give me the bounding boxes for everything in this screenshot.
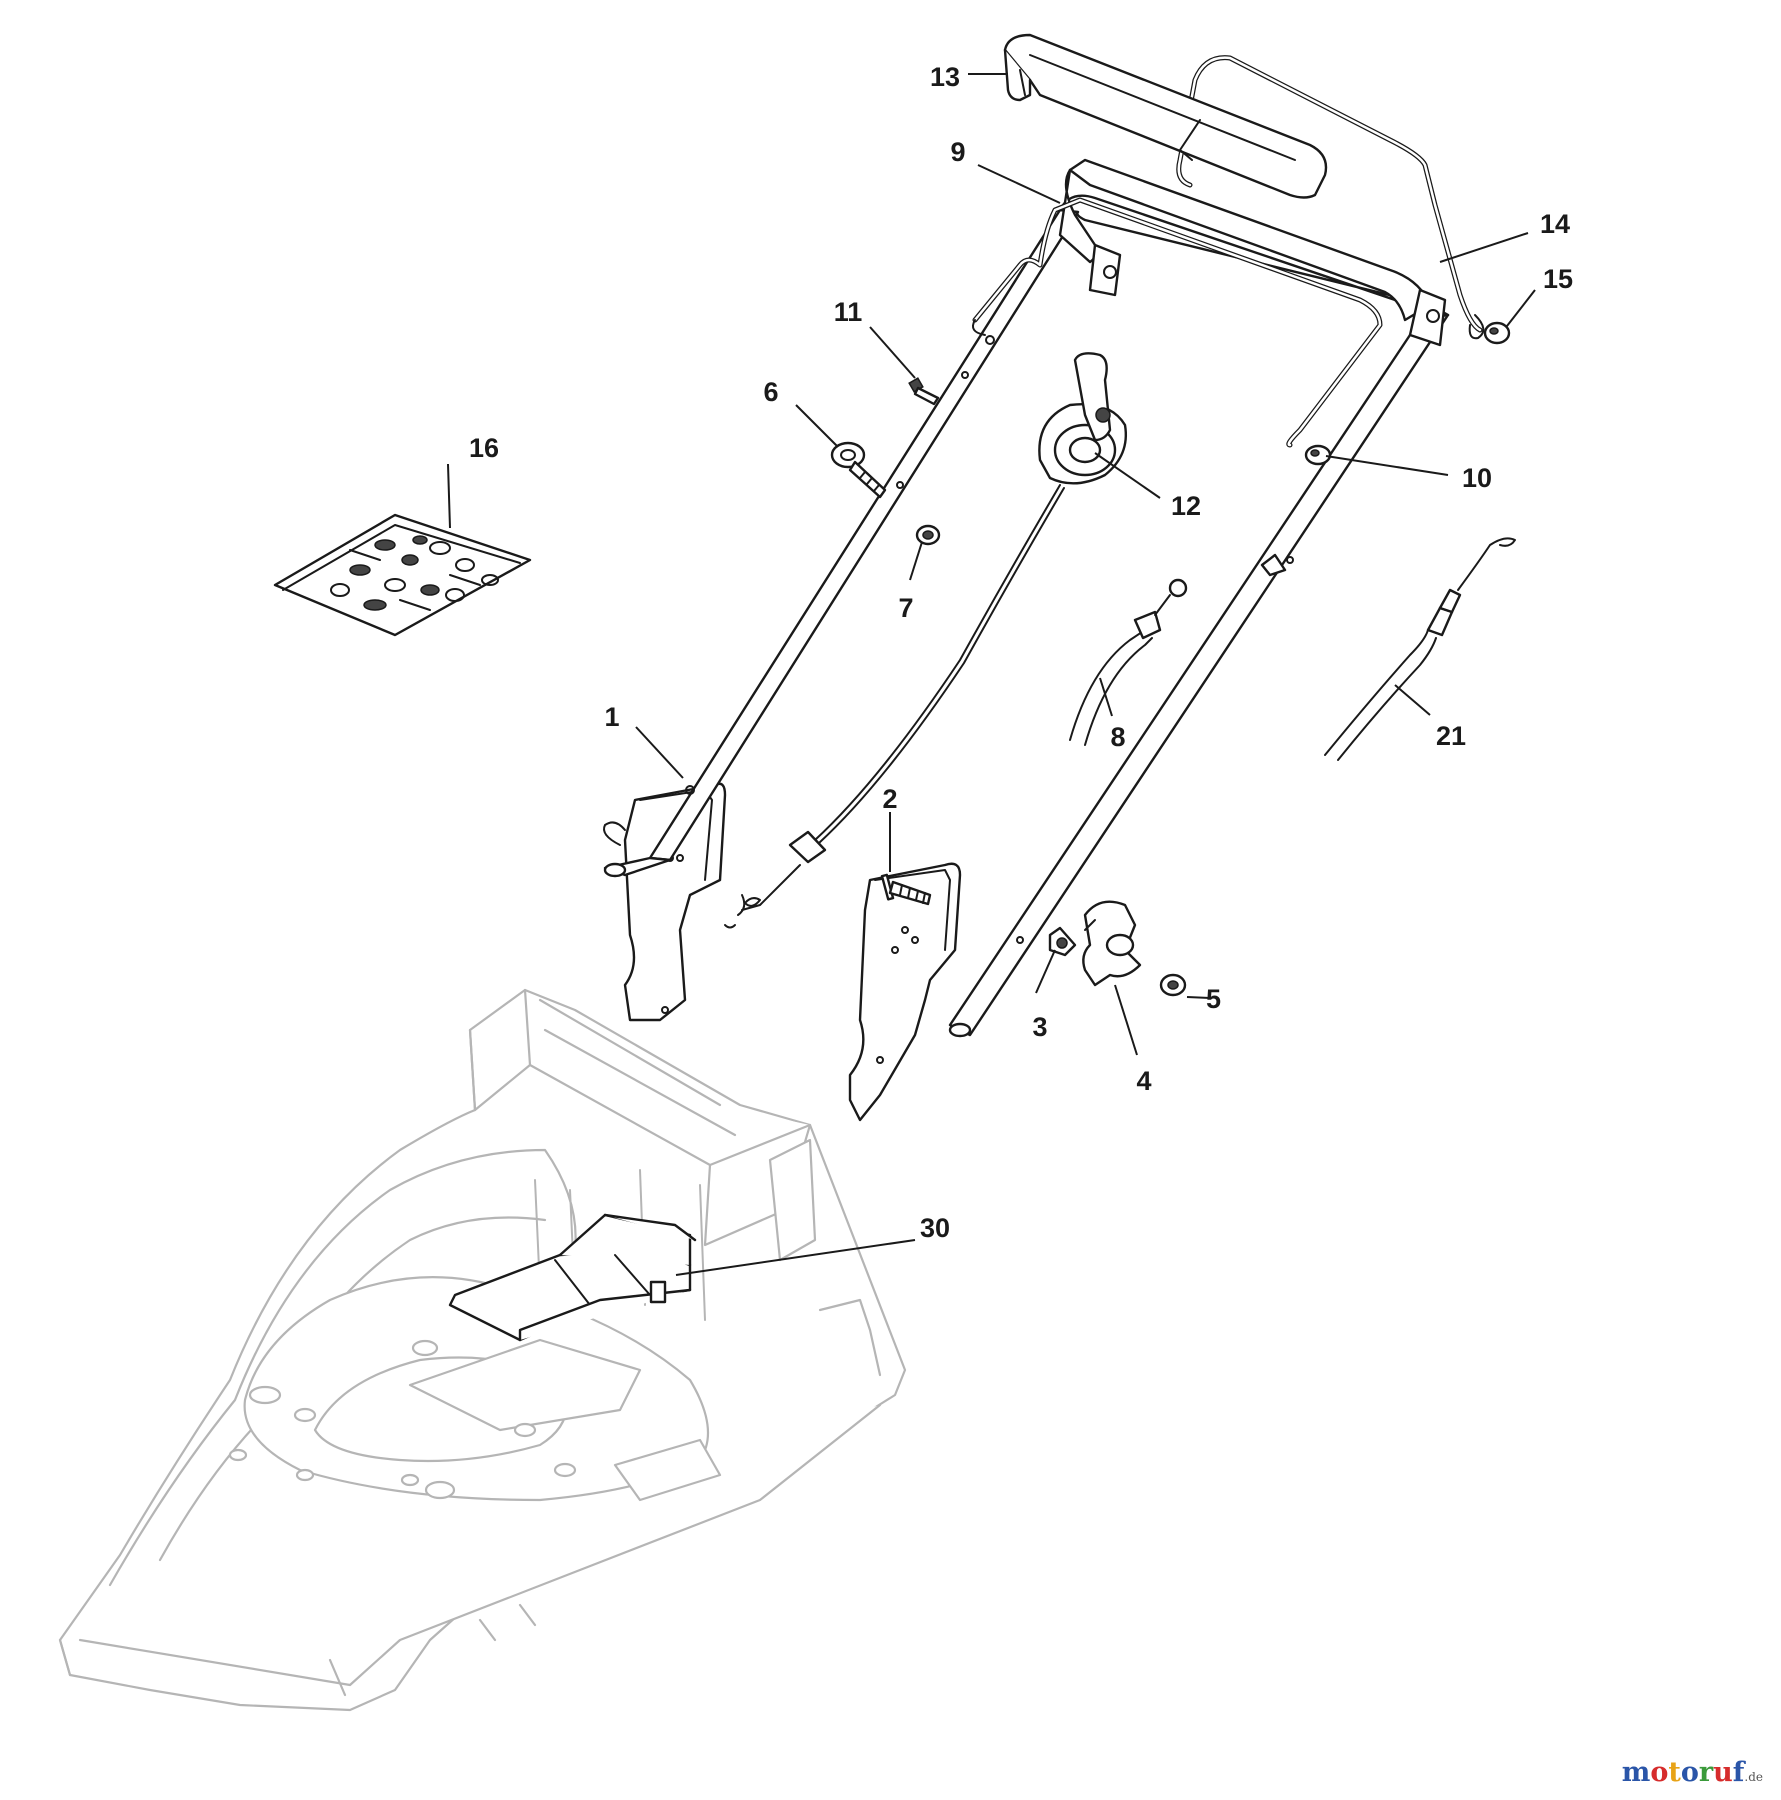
hardware-bag-part-16	[273, 513, 532, 637]
washer-part-3	[1048, 926, 1077, 957]
brand-letter: t	[1668, 1757, 1681, 1788]
callout-6: 6	[763, 377, 778, 407]
callout-13: 13	[930, 62, 960, 92]
brand-letter: o	[1680, 1757, 1699, 1788]
brand-wordmark: motoruf	[1622, 1757, 1745, 1788]
cable-part-21	[1324, 537, 1516, 761]
nut-part-7	[915, 524, 941, 546]
callout-2: 2	[882, 784, 897, 814]
brand-letter: m	[1621, 1757, 1651, 1788]
handle-bracket-right	[848, 862, 962, 1122]
callout-10: 10	[1462, 463, 1492, 493]
wire-loop-part-9	[972, 197, 1383, 448]
callout-4: 4	[1136, 1066, 1151, 1096]
brand-letter: o	[1650, 1757, 1669, 1788]
control-lever-part-12	[724, 352, 1127, 929]
callout-21: 21	[1436, 721, 1466, 751]
mower-deck	[58, 988, 907, 1712]
eye-bolt-part-6	[830, 441, 887, 499]
brand-letter: u	[1713, 1757, 1733, 1788]
grass-deflector-part-30	[448, 1213, 697, 1342]
callout-12: 12	[1171, 491, 1201, 521]
callout-5: 5	[1206, 984, 1221, 1014]
lower-handle-part-1-9	[603, 158, 1450, 1038]
top-handle-part-13	[1003, 33, 1328, 199]
callout-11: 11	[834, 297, 863, 327]
bolt-part-2	[880, 873, 932, 906]
callout-3: 3	[1032, 1012, 1047, 1042]
brand-logo: motoruf.de	[1622, 1757, 1763, 1788]
cap-part-15	[1483, 321, 1511, 345]
nut-part-10	[1304, 444, 1332, 466]
callout-16: 16	[469, 433, 499, 463]
bail-wire-part-14	[1176, 55, 1485, 340]
brand-tld: .de	[1744, 1770, 1763, 1784]
bag-contents	[330, 535, 499, 611]
screw-part-11	[908, 377, 940, 406]
brand-letter: f	[1732, 1757, 1745, 1788]
brand-letter: r	[1698, 1757, 1714, 1788]
callout-8: 8	[1110, 722, 1125, 752]
callout-30: 30	[920, 1213, 950, 1243]
leader-lines	[447, 73, 1536, 1276]
callout-7: 7	[898, 593, 913, 623]
nut-part-5	[1159, 973, 1187, 997]
callout-15: 15	[1543, 264, 1573, 294]
callout-1: 1	[604, 702, 619, 732]
cable-part-8	[1069, 578, 1188, 746]
callout-labels: 1 2 3 4 5 6 7 8 9 10 11 12 13 14 15 16 2…	[469, 62, 1573, 1243]
callout-14: 14	[1540, 209, 1570, 239]
callout-9: 9	[950, 137, 965, 167]
knob-part-4	[1082, 900, 1142, 987]
